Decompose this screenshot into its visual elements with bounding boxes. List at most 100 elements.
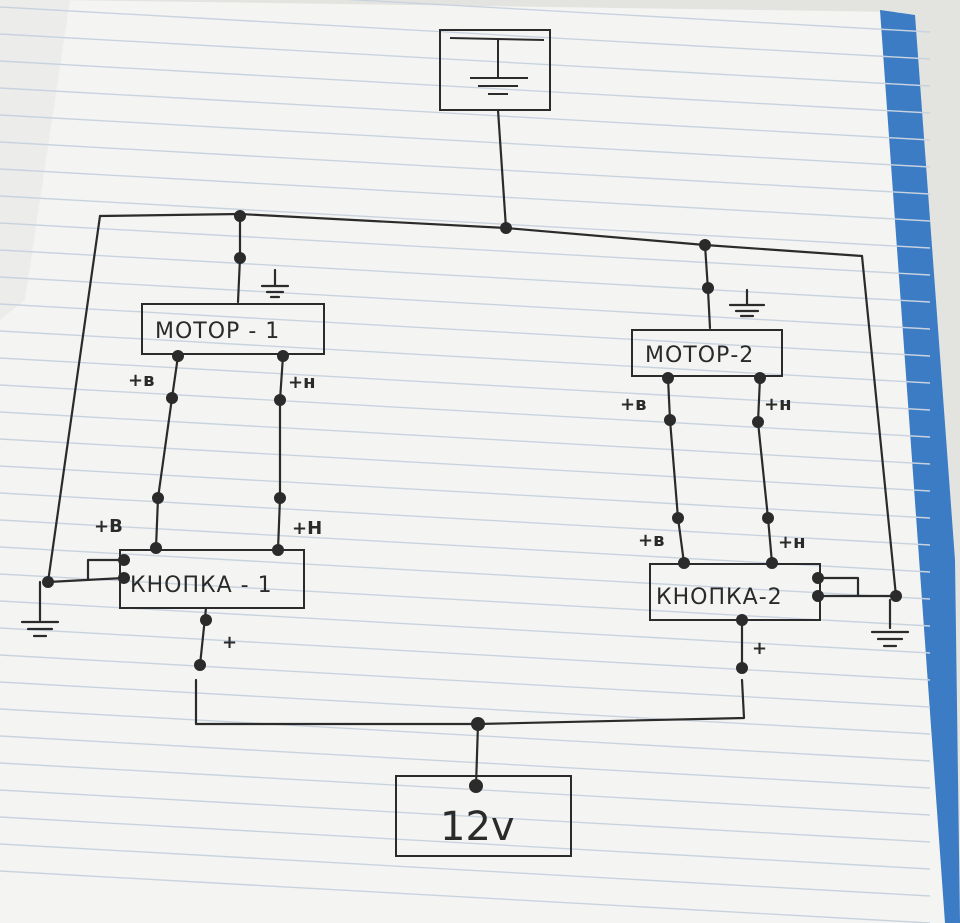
junction-dot — [166, 392, 178, 404]
ruled-line — [0, 141, 931, 195]
ruled-line — [0, 357, 931, 411]
junction-dot — [672, 512, 684, 524]
ruled-line — [0, 762, 931, 816]
ruled-line — [0, 546, 931, 600]
junction-dot — [469, 779, 483, 793]
junction-dot — [234, 252, 246, 264]
ruled-line — [0, 249, 931, 303]
button2-label: КНОПКА-2 — [656, 585, 783, 610]
junction-dots — [42, 210, 902, 793]
ruled-line — [0, 789, 931, 843]
ruled-line — [0, 735, 931, 789]
motor2-label: МОТОР-2 — [645, 343, 754, 368]
ruled-line — [0, 222, 931, 276]
ground-symbol-motor2 — [728, 288, 766, 318]
junction-dot — [200, 614, 212, 626]
ruled-line — [0, 6, 931, 60]
pin-label-motor2-right: +н — [764, 394, 792, 415]
wire-motor1-left — [154, 354, 180, 550]
junction-dot — [274, 394, 286, 406]
ruled-line — [0, 870, 931, 923]
battery-label: 12v — [440, 804, 515, 850]
ruled-line — [0, 195, 931, 249]
junction-dot — [194, 659, 206, 671]
junction-dot — [812, 572, 824, 584]
pin-label-button1-plus: + — [222, 632, 237, 653]
junction-dot — [664, 414, 676, 426]
ruled-line — [0, 33, 931, 87]
ground-symbol-button1 — [20, 580, 60, 638]
button1-label: КНОПКА - 1 — [130, 573, 273, 598]
junction-dot — [471, 717, 485, 731]
ruled-line — [0, 276, 931, 330]
junction-dot — [762, 512, 774, 524]
ruled-line — [0, 330, 931, 384]
pin-label-motor2-left: +в — [620, 394, 646, 415]
junction-dot — [500, 222, 512, 234]
wire-button2-ground-loop — [816, 576, 898, 598]
motor1-box — [141, 303, 325, 355]
ruled-line — [0, 465, 931, 519]
ruled-line — [0, 303, 931, 357]
pin-label-button2-right: +н — [778, 532, 806, 553]
pin-label-button2-left: +в — [638, 530, 664, 551]
ruled-line — [0, 816, 931, 870]
junction-dot — [150, 542, 162, 554]
battery-box — [395, 775, 572, 857]
junction-dot — [699, 239, 711, 251]
ground-box-symbol — [449, 37, 545, 95]
ruled-line — [0, 573, 931, 627]
junction-dot — [678, 557, 690, 569]
ruled-line — [0, 114, 931, 168]
wire-button1-ground-loop — [46, 558, 126, 584]
notebook-binder — [880, 10, 960, 923]
wire-left-outer — [46, 214, 102, 584]
ruled-line — [0, 384, 931, 438]
junction-dot — [736, 614, 748, 626]
pin-label-motor1-right: +н — [288, 372, 316, 393]
ruled-line — [0, 411, 931, 465]
wire-motor2-right — [756, 376, 774, 565]
ruled-line — [0, 708, 931, 762]
junction-dot — [277, 350, 289, 362]
wire-ground-down — [496, 108, 508, 230]
wire-motor2-left — [666, 376, 686, 565]
ground-symbol-button2 — [870, 598, 910, 648]
junction-dot — [172, 350, 184, 362]
wire-right-outer — [860, 254, 898, 598]
ruled-line — [0, 600, 931, 654]
junction-dot — [752, 416, 764, 428]
junction-dot — [118, 572, 130, 584]
ruled-line — [0, 843, 931, 897]
ruled-line — [0, 681, 931, 735]
junction-dot — [118, 554, 130, 566]
ruled-line — [0, 60, 931, 114]
junction-dot — [736, 662, 748, 674]
pin-label-button1-left: +В — [94, 516, 123, 537]
ruled-lines — [0, 0, 931, 923]
component-boxes — [119, 29, 821, 857]
junction-dot — [766, 557, 778, 569]
ground-symbol-motor1 — [260, 268, 290, 299]
ground-box — [439, 29, 551, 111]
ruled-line — [0, 438, 931, 492]
pin-label-motor1-left: +в — [128, 370, 154, 391]
junction-dot — [274, 492, 286, 504]
pin-label-button1-right: +Н — [292, 518, 322, 539]
junction-dot — [702, 282, 714, 294]
ruled-line — [0, 168, 931, 222]
junction-dot — [272, 544, 284, 556]
motor1-label: МОТОР - 1 — [155, 319, 280, 344]
junction-dot — [42, 576, 54, 588]
ruled-line — [0, 627, 931, 681]
motor2-box — [631, 329, 783, 377]
ruled-line — [0, 654, 931, 708]
junction-dot — [152, 492, 164, 504]
junction-dot — [662, 372, 674, 384]
junction-dot — [754, 372, 766, 384]
junction-dot — [812, 590, 824, 602]
pin-label-button2-plus: + — [752, 638, 767, 659]
